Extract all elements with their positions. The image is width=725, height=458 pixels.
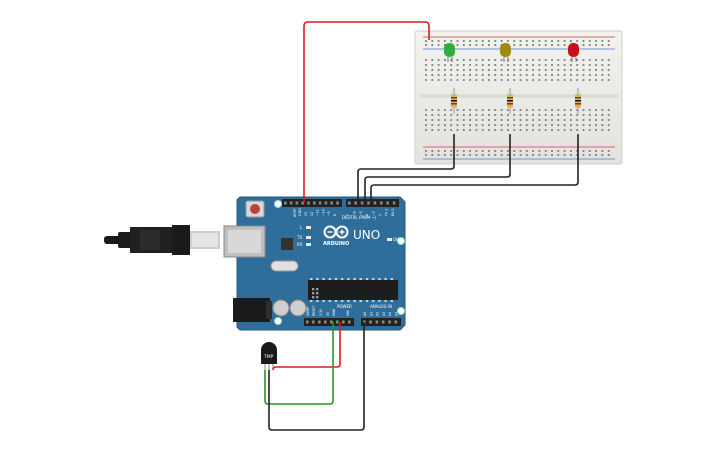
- analog-pin-label: A1: [369, 312, 373, 316]
- led-tx-label: TX: [296, 235, 302, 240]
- resistor-1[interactable]: [451, 88, 457, 114]
- analog-pin-label: A0: [363, 312, 367, 316]
- digital-header-left: [282, 199, 342, 207]
- wire-sensor-ground: [268, 322, 365, 431]
- digital-pin-label: ~3: [372, 211, 376, 216]
- digital-header-right: [346, 199, 399, 207]
- 5v-pin-label: 5V: [326, 311, 330, 316]
- reset-pin-label: RESET: [312, 306, 316, 316]
- digital-pwm-label: DIGITAL (PWM ~): [342, 215, 377, 220]
- led-green[interactable]: [444, 43, 455, 62]
- analog-in-label: ANALOG IN: [370, 304, 392, 309]
- digital-pin-label: ~11: [316, 209, 320, 216]
- power-jack: [233, 298, 270, 322]
- led-l-label: L: [300, 225, 303, 230]
- analog-pin-label: A5: [395, 312, 399, 316]
- sensor-label: TMP: [263, 354, 274, 360]
- analog-header: [361, 318, 401, 326]
- wire-sensor-signal: [264, 322, 334, 405]
- digital-pin-label: RX 0: [391, 209, 395, 216]
- digital-pin-label: ~6: [352, 211, 356, 216]
- wire-5v-breadboard: [303, 21, 430, 203]
- wire-led-green: [357, 134, 455, 203]
- wires: [264, 21, 579, 431]
- digital-pin-label: ~10: [321, 209, 325, 216]
- analog-pin-label: A4: [388, 312, 392, 316]
- led-rx-label: RX: [297, 242, 303, 247]
- analog-pin-label: A2: [376, 312, 380, 316]
- power-header: [304, 318, 354, 326]
- vin-pin-label: VIN: [346, 310, 350, 316]
- arduino-logo: [323, 225, 349, 239]
- wire-sensor-power: [272, 322, 341, 371]
- digital-pin-label: 4: [365, 214, 369, 216]
- resistor-3[interactable]: [575, 88, 581, 114]
- digital-pin-label: 8: [333, 214, 337, 216]
- breadboard-holes: [425, 40, 610, 156]
- digital-pin-label: TX 1: [384, 209, 388, 217]
- analog-pin-label: A3: [382, 312, 386, 316]
- microcontroller-chip: [308, 280, 398, 300]
- resistor-2[interactable]: [507, 88, 513, 114]
- usb-cable: [104, 225, 220, 255]
- model-label: UNO: [353, 228, 380, 242]
- power-label: POWER: [337, 304, 352, 309]
- digital-pin-label: 13: [304, 212, 308, 216]
- led-yellow[interactable]: [500, 43, 511, 62]
- digital-pin-label: ~5: [359, 211, 363, 216]
- 3v3-pin-label: 3.3V: [319, 308, 323, 316]
- wire-led-yellow: [364, 134, 511, 203]
- digital-pin-label: 7: [346, 214, 350, 216]
- wire-led-red: [370, 134, 579, 203]
- gnd-power-pin-label: GND: [332, 308, 336, 316]
- aref-pin-label: AREF: [293, 208, 297, 217]
- brand-label: ARDUINO: [323, 241, 349, 247]
- on-led-label: ON: [393, 237, 399, 242]
- digital-pin-label: ~9: [327, 211, 331, 216]
- led-red[interactable]: [568, 43, 579, 62]
- temperature-sensor[interactable]: TMP: [261, 342, 277, 370]
- ioref-pin-label: IOREF: [306, 306, 310, 316]
- digital-pin-label: 12: [310, 212, 314, 216]
- digital-pin-label: 2: [378, 214, 382, 216]
- gnd-pin-label: GND: [298, 208, 302, 216]
